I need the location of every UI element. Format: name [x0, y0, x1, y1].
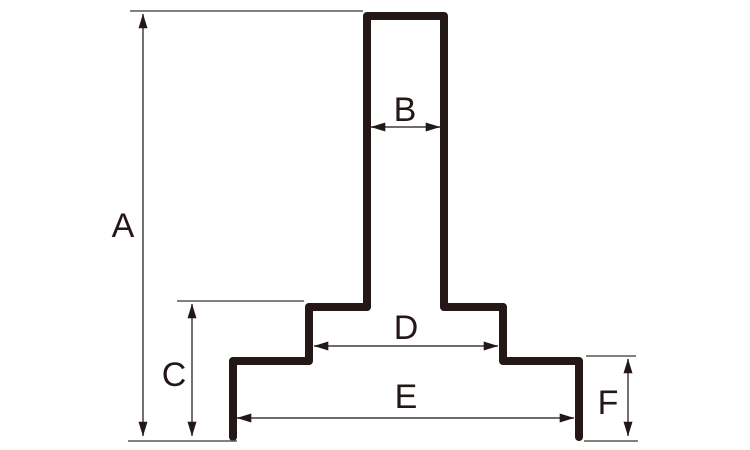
profile-outline	[229, 12, 583, 441]
dim-label-f: F	[598, 384, 619, 422]
dimension-labels: A B C D E F	[112, 91, 619, 422]
dim-label-b: B	[394, 91, 417, 129]
extension-lines	[128, 10, 638, 442]
dimension-lines	[138, 13, 633, 437]
dim-label-d: D	[394, 309, 419, 347]
dim-label-a: A	[112, 207, 135, 245]
dim-label-c: C	[162, 356, 187, 394]
dim-label-e: E	[395, 378, 418, 416]
